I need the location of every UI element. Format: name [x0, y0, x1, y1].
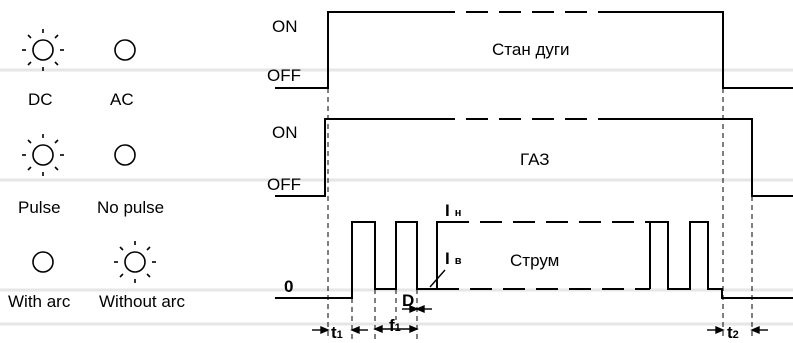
- t2-label: t2: [727, 323, 739, 342]
- legend-without-arc-label: Without arc: [99, 292, 185, 311]
- timing-marks: [312, 304, 768, 335]
- current-label: Струм: [510, 251, 559, 270]
- gas-signal: ON OFF ГАЗ: [267, 118, 793, 197]
- current-low-leader: [429, 269, 446, 288]
- current-zero-label: 0: [284, 277, 293, 296]
- gas-waveform: [275, 118, 433, 197]
- arc-state-signal: ON OFF Стан дуги: [267, 11, 793, 89]
- legend-without-arc: Without arc: [99, 241, 185, 311]
- arc-waveform-end: [605, 11, 793, 89]
- t1-label: t1: [331, 323, 343, 342]
- arc-on-label: ON: [272, 17, 298, 36]
- sun-icon: [114, 241, 156, 283]
- arc-waveform: [275, 11, 433, 89]
- legend-ac: AC: [110, 39, 136, 109]
- sun-icon: [22, 134, 64, 176]
- d-label: D: [402, 291, 414, 310]
- current-waveform-start: [275, 221, 447, 299]
- legend-with-arc: With arc: [8, 251, 71, 311]
- circle-icon: [114, 144, 136, 166]
- circle-icon: [32, 251, 54, 273]
- legend-pulse: Pulse: [18, 134, 64, 217]
- gas-on-label: ON: [272, 123, 298, 142]
- guide-lines: [327, 88, 753, 340]
- legend-with-arc-label: With arc: [8, 292, 71, 311]
- legend-dc: DC: [22, 29, 64, 109]
- legend-dc-label: DC: [28, 90, 53, 109]
- arc-state-label: Стан дуги: [492, 40, 570, 59]
- current-waveform-end: [649, 221, 793, 299]
- legend-no-pulse-label: No pulse: [97, 198, 164, 217]
- legend-pulse-label: Pulse: [18, 198, 61, 217]
- legend-ac-label: AC: [110, 90, 134, 109]
- arc-off-label: OFF: [267, 66, 301, 85]
- circle-icon: [114, 39, 136, 61]
- gas-off-label: OFF: [267, 175, 301, 194]
- legend-no-pulse: No pulse: [97, 144, 164, 217]
- sun-icon: [22, 29, 64, 71]
- f1-label: f1: [389, 316, 401, 335]
- gas-label: ГАЗ: [520, 150, 549, 169]
- gas-waveform-end: [605, 118, 793, 197]
